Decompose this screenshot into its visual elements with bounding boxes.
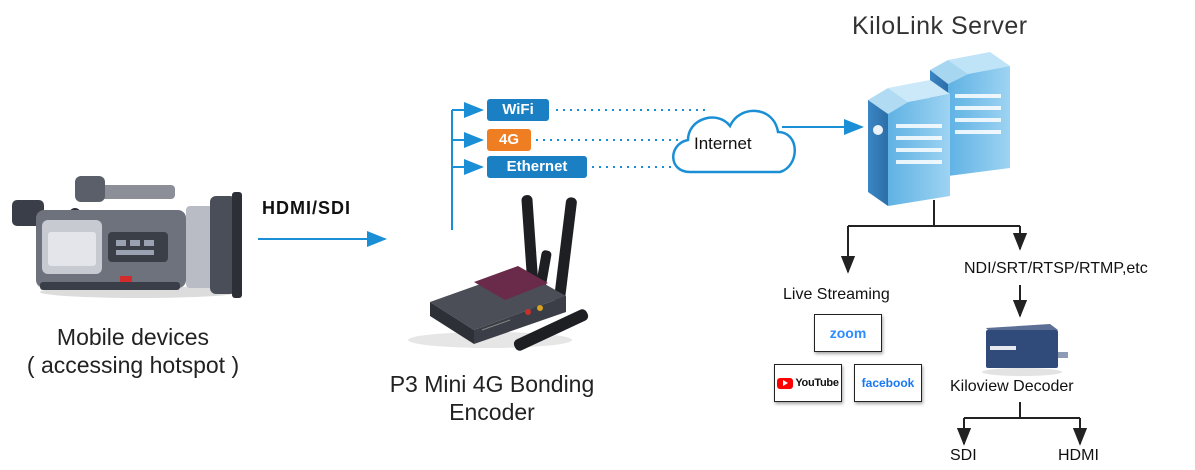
source-label-line1: Mobile devices [56, 324, 210, 350]
youtube-play-icon [777, 377, 794, 389]
camera-icon [12, 176, 242, 298]
facebook-card: facebook [854, 364, 922, 402]
facebook-logo: facebook [861, 376, 915, 390]
zoom-card: zoom [814, 314, 882, 352]
source-label-line2: ( accessing hotspot ) [26, 352, 240, 378]
internet-cloud-icon [672, 109, 796, 174]
youtube-wordmark: YouTube [795, 377, 839, 389]
link-badge-4g: 4G [487, 129, 531, 151]
link-badge-wifi: WiFi [487, 99, 549, 121]
encoder-label-line2: Encoder [449, 399, 535, 425]
signal-label: HDMI/SDI [262, 198, 351, 218]
source-label: Mobile devices ( accessing hotspot ) [18, 323, 248, 379]
output-label-sdi: SDI [950, 447, 977, 464]
protocols-label: NDI/SRT/RTSP/RTMP,etc [964, 260, 1148, 277]
encoder-label-line1: P3 Mini 4G Bonding [389, 371, 595, 397]
distribution-lines [840, 200, 1088, 446]
cloud-label: Internet [694, 134, 752, 153]
link-dotted-lines [536, 109, 705, 168]
encoder-device-icon [408, 195, 589, 351]
live-streaming-label: Live Streaming [783, 286, 890, 303]
youtube-card: YouTube [774, 364, 842, 402]
server-icon [868, 52, 1010, 206]
decoder-device-icon [982, 324, 1068, 376]
zoom-logo: zoom [829, 325, 867, 341]
output-label-hdmi: HDMI [1058, 447, 1099, 464]
link-badge-ethernet: Ethernet [487, 156, 587, 178]
uplink-bracket [451, 102, 484, 230]
youtube-logo: YouTube [775, 365, 841, 401]
page-title: KiloLink Server [852, 12, 1028, 40]
decoder-label: Kiloview Decoder [950, 378, 1074, 395]
encoder-label: P3 Mini 4G Bonding Encoder [352, 370, 632, 426]
